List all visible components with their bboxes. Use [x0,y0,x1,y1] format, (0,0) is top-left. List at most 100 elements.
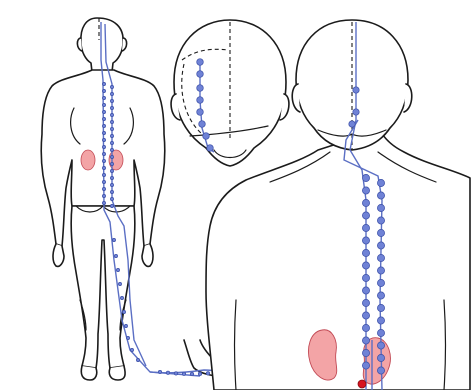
body-acupoint [136,358,139,361]
back-acupoint [362,274,369,281]
body-acupoint [110,197,113,200]
body-acupoint [102,145,105,148]
body-acupoint [102,194,105,197]
body-acupoint [110,134,113,137]
body-acupoint [124,324,127,327]
body-acupoint [102,124,105,127]
back-acupoint [377,254,384,261]
head-acupoint [199,121,206,128]
back-acupoint [377,242,384,249]
body-acupoint [112,238,115,241]
body-acupoint [110,162,113,165]
head-acupoint [203,133,210,140]
body-acupoint [102,117,105,120]
body-acupoint [118,282,121,285]
body-acupoint [102,152,105,155]
body-acupoint [110,99,113,102]
highlighted-point [358,380,366,388]
body-acupoint [122,310,125,313]
back-acupoint [362,249,369,256]
back-acupoint [362,237,369,244]
back-acupoint [377,317,384,324]
back-acupoint [349,121,355,127]
back-acupoint [362,287,369,294]
foot-acupoint [190,372,193,375]
back-acupoint [362,187,369,194]
back-acupoint [362,212,369,219]
body-acupoint [102,159,105,162]
body-acupoint [110,176,113,179]
body-acupoint [126,336,129,339]
body-acupoint [110,148,113,151]
back-acupoint [362,224,369,231]
back-acupoint [362,262,369,269]
body-acupoint [102,138,105,141]
body-acupoint [110,85,113,88]
back-acupoint [353,87,359,93]
back-acupoint [377,179,384,186]
back-acupoint [377,304,384,311]
body-acupoint [102,173,105,176]
body-kidney-left [81,150,95,170]
back-acupoint [362,362,369,369]
body-acupoint [110,204,113,207]
foot-acupoint [198,372,201,375]
body-acupoint [102,82,105,85]
back-acupoint [362,299,369,306]
body-foot-left [81,366,96,380]
back-acupoint [377,329,384,336]
back-acupoint [377,217,384,224]
body-acupoint [102,201,105,204]
body-acupoint [130,348,133,351]
head-acupoint [197,59,204,66]
head-acupoint [197,71,204,78]
back-acupoint [362,312,369,319]
back-acupoint [377,342,384,349]
body-acupoint [102,180,105,183]
body-kidney-right [109,150,123,170]
back-acupoint [377,354,384,361]
body-acupoint [110,190,113,193]
back-acupoint [362,349,369,356]
body-foot-right [109,366,125,380]
body-acupoint [102,96,105,99]
body-legs [71,206,135,368]
body-acupoint [116,268,119,271]
back-acupoint [377,267,384,274]
head-top-view [171,20,289,166]
body-acupoint [110,183,113,186]
body-acupoint [110,106,113,109]
back-acupoint [362,337,369,344]
back-acupoint [377,204,384,211]
body-acupoint [102,103,105,106]
foot-acupoint [174,372,177,375]
body-hand-left [53,244,64,266]
body-acupoint [102,89,105,92]
head-acupoint [197,85,204,92]
back-acupoint [377,367,384,374]
back-acupoint [362,324,369,331]
foot-acupoint [182,372,185,375]
back-acupoint [377,229,384,236]
foot-acupoint [166,371,169,374]
body-acupoint [110,169,113,172]
body-acupoint [110,92,113,95]
body-acupoint [102,131,105,134]
body-acupoint [110,127,113,130]
body-acupoint [102,166,105,169]
head-acupoint [197,109,204,116]
back-acupoint [353,109,359,115]
body-acupoint [102,187,105,190]
body-acupoint [110,113,113,116]
head-acupoint [207,145,214,152]
foot-acupoint [158,370,161,373]
body-acupoint [110,120,113,123]
back-acupoint [377,192,384,199]
head-acupoint [197,97,204,104]
body-acupoint [110,155,113,158]
back-acupoint [362,199,369,206]
body-acupoint [110,141,113,144]
foot-acupoint [206,372,209,375]
body-acupoint [102,110,105,113]
